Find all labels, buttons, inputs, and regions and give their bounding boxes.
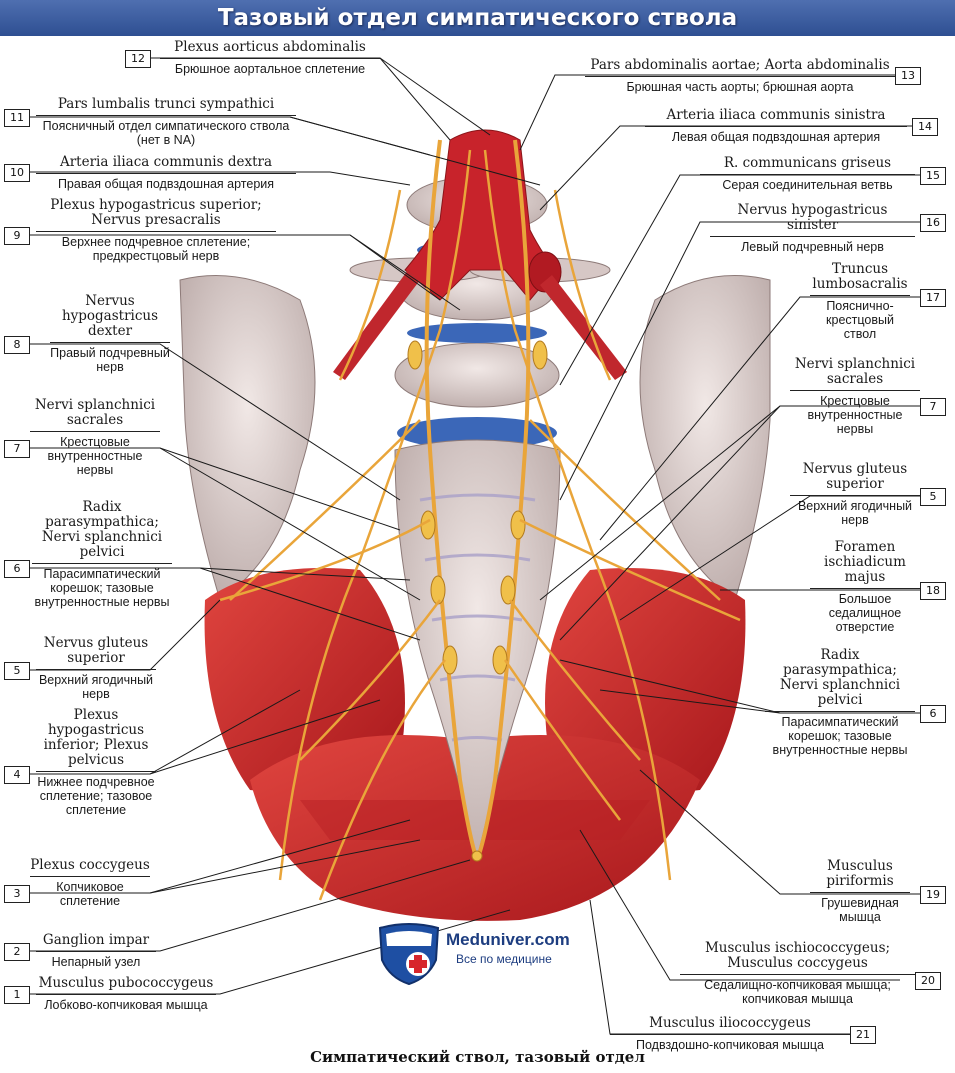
sympathetic-ganglia bbox=[407, 340, 548, 862]
figure-caption: Симпатический ствол, тазовый отдел bbox=[310, 1048, 645, 1066]
label-number: 5 bbox=[4, 662, 30, 680]
label-number: 7 bbox=[4, 440, 30, 458]
left-piriformis-muscle bbox=[545, 568, 746, 792]
meduniver-logo[interactable]: Meduniver.com Все по медицине bbox=[376, 922, 596, 986]
label-number: 5 bbox=[920, 488, 946, 506]
label-plexus-hypogastricus-inferior: Plexus hypogastricus inferior; Plexus pe… bbox=[36, 707, 156, 817]
label-number: 21 bbox=[850, 1026, 876, 1044]
label-number: 1 bbox=[4, 986, 30, 1004]
pelvis-illustration bbox=[28, 57, 920, 1035]
right-piriformis-muscle bbox=[204, 568, 405, 792]
label-radix-parasympathica-left: Radix parasympathica; Nervi splanchnici … bbox=[765, 648, 915, 757]
right-common-iliac-artery bbox=[333, 270, 420, 380]
page-title: Тазовый отдел симпатического ствола bbox=[217, 5, 738, 31]
label-number: 13 bbox=[895, 67, 921, 85]
pelvic-nerves bbox=[219, 149, 741, 901]
label-number: 6 bbox=[4, 560, 30, 578]
label-number: 10 bbox=[4, 164, 30, 182]
right-iliac-wing bbox=[179, 275, 316, 601]
label-number: 7 bbox=[920, 398, 946, 416]
title-banner bbox=[0, 0, 955, 36]
label-musculus-ischiococcygeus: Musculus ischiococcygeus; Musculus coccy… bbox=[680, 941, 915, 1006]
label-number: 12 bbox=[125, 50, 151, 68]
label-number: 17 bbox=[920, 289, 946, 307]
label-number: 18 bbox=[920, 582, 946, 600]
label-number: 9 bbox=[4, 227, 30, 245]
label-number: 11 bbox=[4, 109, 30, 127]
label-number: 6 bbox=[920, 705, 946, 723]
label-number: 15 bbox=[920, 167, 946, 185]
label-number: 19 bbox=[920, 886, 946, 904]
label-number: 8 bbox=[4, 336, 30, 354]
left-common-iliac-artery bbox=[540, 275, 627, 380]
label-number: 4 bbox=[4, 766, 30, 784]
label-number: 2 bbox=[4, 943, 30, 961]
shield-icon bbox=[378, 923, 440, 986]
label-radix-parasympathica: Radix parasympathica; Nervi splanchnici … bbox=[32, 500, 172, 609]
label-aorta-abdominalis: Pars abdominalis aortae; Aorta abdominal… bbox=[585, 58, 895, 94]
label-number: 3 bbox=[4, 885, 30, 903]
left-iliac-wing bbox=[639, 275, 771, 601]
label-plexus-hypogastricus-superior: Plexus hypogastricus superior; Nervus pr… bbox=[36, 198, 276, 263]
logo-tagline: Все по медицине bbox=[456, 952, 552, 966]
label-number: 14 bbox=[912, 118, 938, 136]
label-number: 20 bbox=[915, 972, 941, 990]
logo-title: Meduniver.com bbox=[446, 930, 570, 949]
label-number: 16 bbox=[920, 214, 946, 232]
